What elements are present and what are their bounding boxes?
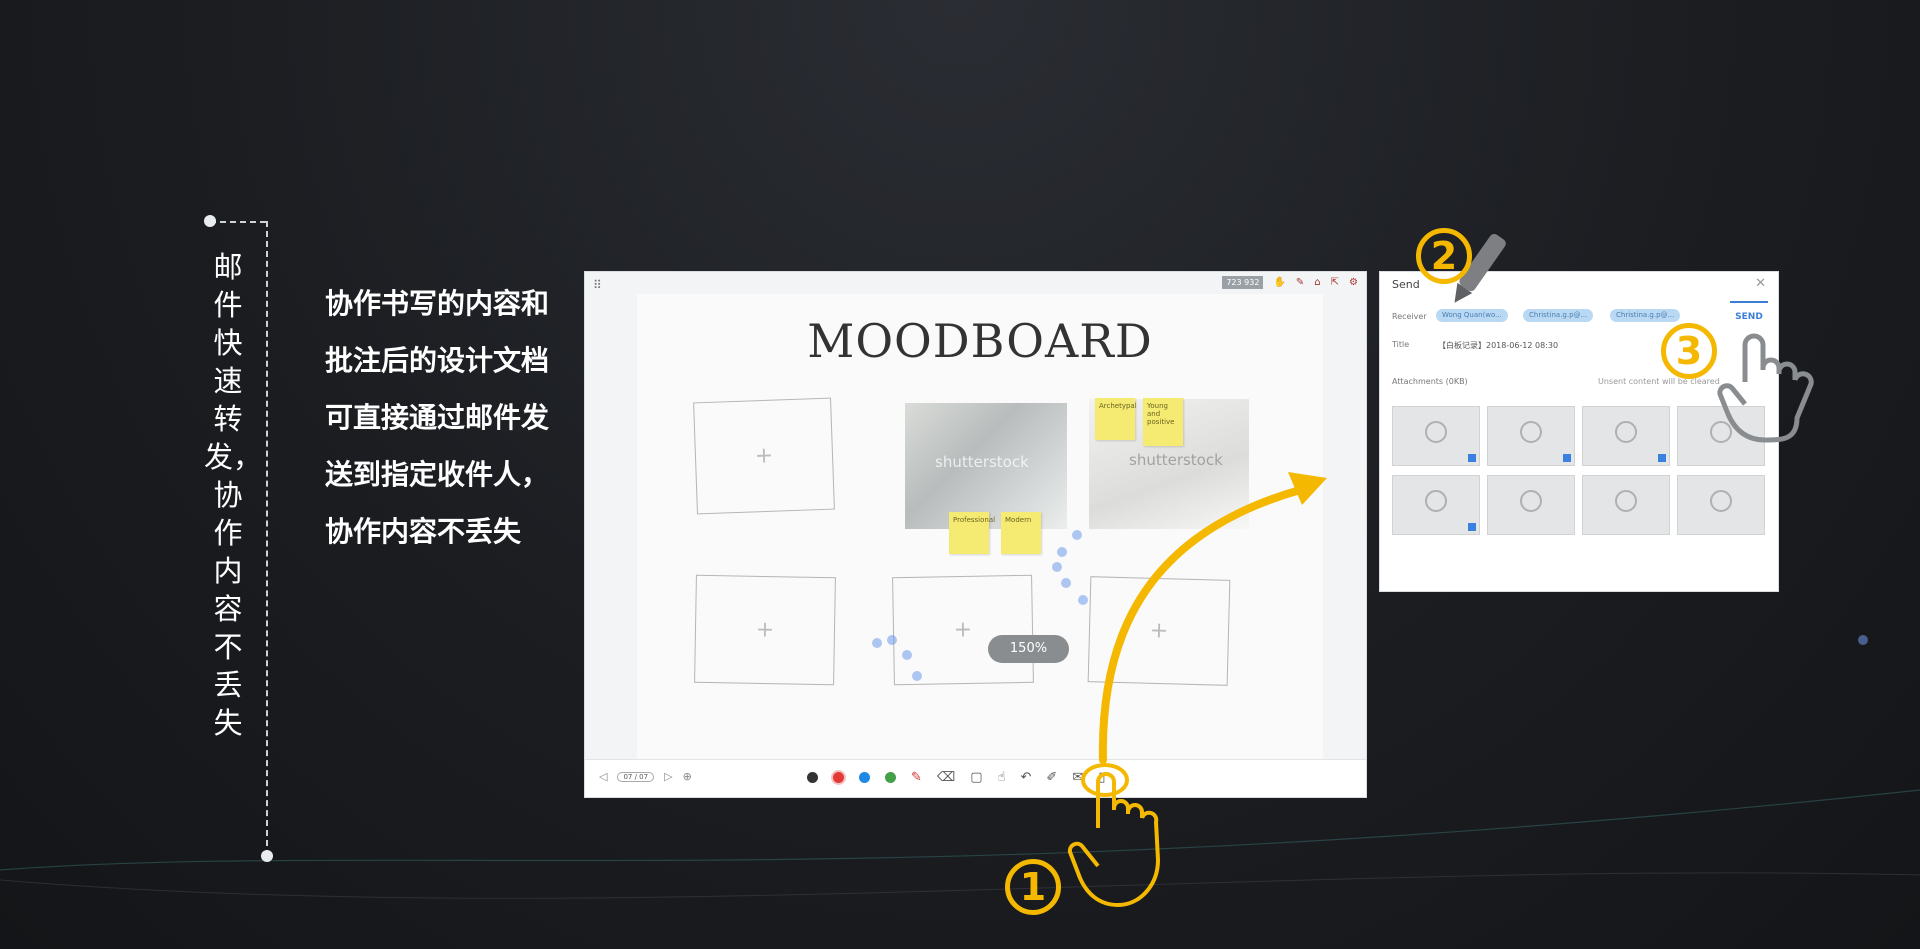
send-button[interactable]: SEND (1730, 301, 1768, 329)
select-icon[interactable]: ☝ (997, 770, 1006, 785)
page-indicator: 07 / 07 (617, 771, 655, 782)
attachment-thumbnail[interactable] (1487, 406, 1575, 466)
add-icon: + (953, 617, 973, 643)
highlighter-icon[interactable]: ✐ (1046, 770, 1058, 785)
step-number-1: 1 (1005, 859, 1061, 915)
pen-color-blue[interactable] (859, 772, 870, 783)
title-field[interactable]: 【白板记录】2018-06-12 08:30 (1438, 341, 1559, 350)
unsent-notice: Unsent content will be cleared (1598, 377, 1720, 386)
zoom-indicator: 150% (988, 635, 1069, 663)
checkbox-icon[interactable] (1468, 523, 1476, 531)
coordinate-readout: 723 932 (1222, 276, 1264, 289)
sticky-note[interactable]: Modern (1001, 512, 1041, 554)
undo-icon[interactable]: ↶ (1020, 770, 1032, 785)
pen-tool-icon[interactable]: ✎ (911, 770, 922, 785)
watch-sketch (1425, 490, 1447, 512)
bracket-bottom-dot (261, 850, 273, 862)
recipient-chip[interactable]: Christina.g.p@... (1523, 309, 1594, 322)
hand-tool-icon[interactable]: ✋ (1273, 277, 1286, 288)
next-page-icon[interactable]: ▷ (664, 770, 673, 783)
attachment-thumbnail[interactable] (1487, 475, 1575, 535)
grid-menu-icon[interactable]: ⠿ (593, 278, 602, 292)
prev-page-icon[interactable]: ◁ (599, 770, 608, 783)
recipient-chip[interactable]: Christina.g.p@... (1610, 309, 1681, 322)
bottom-toolbar: ◁ 07 / 07 ▷ ⊕ ✎ ⌫ ▢ ☝ ↶ ✐ ✉ ▯ (585, 759, 1366, 797)
eraser-icon[interactable]: ⌫ (936, 770, 956, 785)
send-dialog: Send ✕ Receiver Wong Quan(wo... Christin… (1379, 271, 1779, 592)
lock-icon[interactable]: ⌂ (1314, 277, 1321, 288)
attachments-label: Attachments (0KB) (1392, 377, 1468, 386)
watch-sketch (1520, 421, 1542, 443)
receiver-label: Receiver (1392, 312, 1427, 321)
shape-icon[interactable]: ▢ (970, 770, 983, 785)
dialog-title: Send (1392, 278, 1420, 291)
share-icon[interactable]: ⇱ (1330, 277, 1340, 288)
step-number-2: 2 (1416, 228, 1472, 284)
attachment-thumbnail[interactable] (1677, 406, 1765, 466)
whiteboard-window: ⠿ 723 932 ✋ ✎ ⌂ ⇱ ⚙ MOODBOARD + shutters… (584, 271, 1367, 798)
watermark-text: shutterstock (1129, 451, 1223, 469)
add-icon: + (754, 443, 774, 469)
pen-color-black[interactable] (807, 772, 818, 783)
add-icon: + (1149, 618, 1169, 644)
checkbox-icon[interactable] (1468, 454, 1476, 462)
attachment-thumbnail[interactable] (1582, 475, 1670, 535)
empty-frame[interactable]: + (1087, 576, 1231, 686)
watch-sketch (1615, 421, 1637, 443)
bracket-top-dot (204, 215, 216, 227)
bracket-vertical-line (266, 221, 268, 856)
mail-highlight-ring (1081, 763, 1129, 797)
recipient-chip[interactable]: Wong Quan(wo... (1436, 309, 1508, 322)
title-label: Title (1392, 340, 1410, 349)
attachment-thumbnail[interactable] (1392, 475, 1480, 535)
watch-sketch (1710, 490, 1732, 512)
bracket-top-line (210, 221, 266, 223)
checkbox-icon[interactable] (1563, 454, 1571, 462)
attachment-thumbnail[interactable] (1582, 406, 1670, 466)
empty-frame[interactable]: + (694, 574, 836, 686)
watch-sketch (1710, 421, 1732, 443)
pen-color-red[interactable] (833, 772, 844, 783)
add-icon: + (755, 617, 775, 643)
close-icon[interactable]: ✕ (1755, 276, 1766, 291)
checkbox-icon[interactable] (1658, 454, 1666, 462)
moodboard-title: MOODBOARD (807, 314, 1153, 368)
sticky-note[interactable]: Young and positive (1143, 398, 1183, 446)
attachment-thumbnail[interactable] (1392, 406, 1480, 466)
settings-icon[interactable]: ⚙ (1349, 277, 1358, 288)
watermark-text: shutterstock (935, 453, 1029, 471)
empty-frame[interactable]: + (892, 574, 1034, 686)
sticky-note[interactable]: Professional (949, 512, 995, 554)
empty-frame[interactable]: + (693, 397, 835, 515)
whiteboard-canvas[interactable]: MOODBOARD + shutterstock shutterstock Ar… (637, 294, 1323, 761)
watch-sketch (1615, 490, 1637, 512)
feature-description: 协作书写的内容和批注后的设计文档可直接通过邮件发送到指定收件人，协作内容不丢失 (325, 287, 550, 548)
attachment-thumbnail[interactable] (1677, 475, 1765, 535)
whiteboard-topbar: 723 932 ✋ ✎ ⌂ ⇱ ⚙ (1222, 276, 1358, 289)
watch-sketch (1425, 421, 1447, 443)
add-page-icon[interactable]: ⊕ (682, 770, 692, 783)
step-number-3: 3 (1661, 323, 1717, 379)
sticky-note[interactable]: Archetypal (1095, 398, 1137, 440)
watch-sketch (1520, 490, 1542, 512)
vertical-title: 邮件快速转发，协作内容不丢失 (204, 250, 263, 740)
marker-tool-icon[interactable]: ✎ (1295, 277, 1305, 288)
desk-photo[interactable]: shutterstock (905, 403, 1067, 529)
pen-color-green[interactable] (885, 772, 896, 783)
